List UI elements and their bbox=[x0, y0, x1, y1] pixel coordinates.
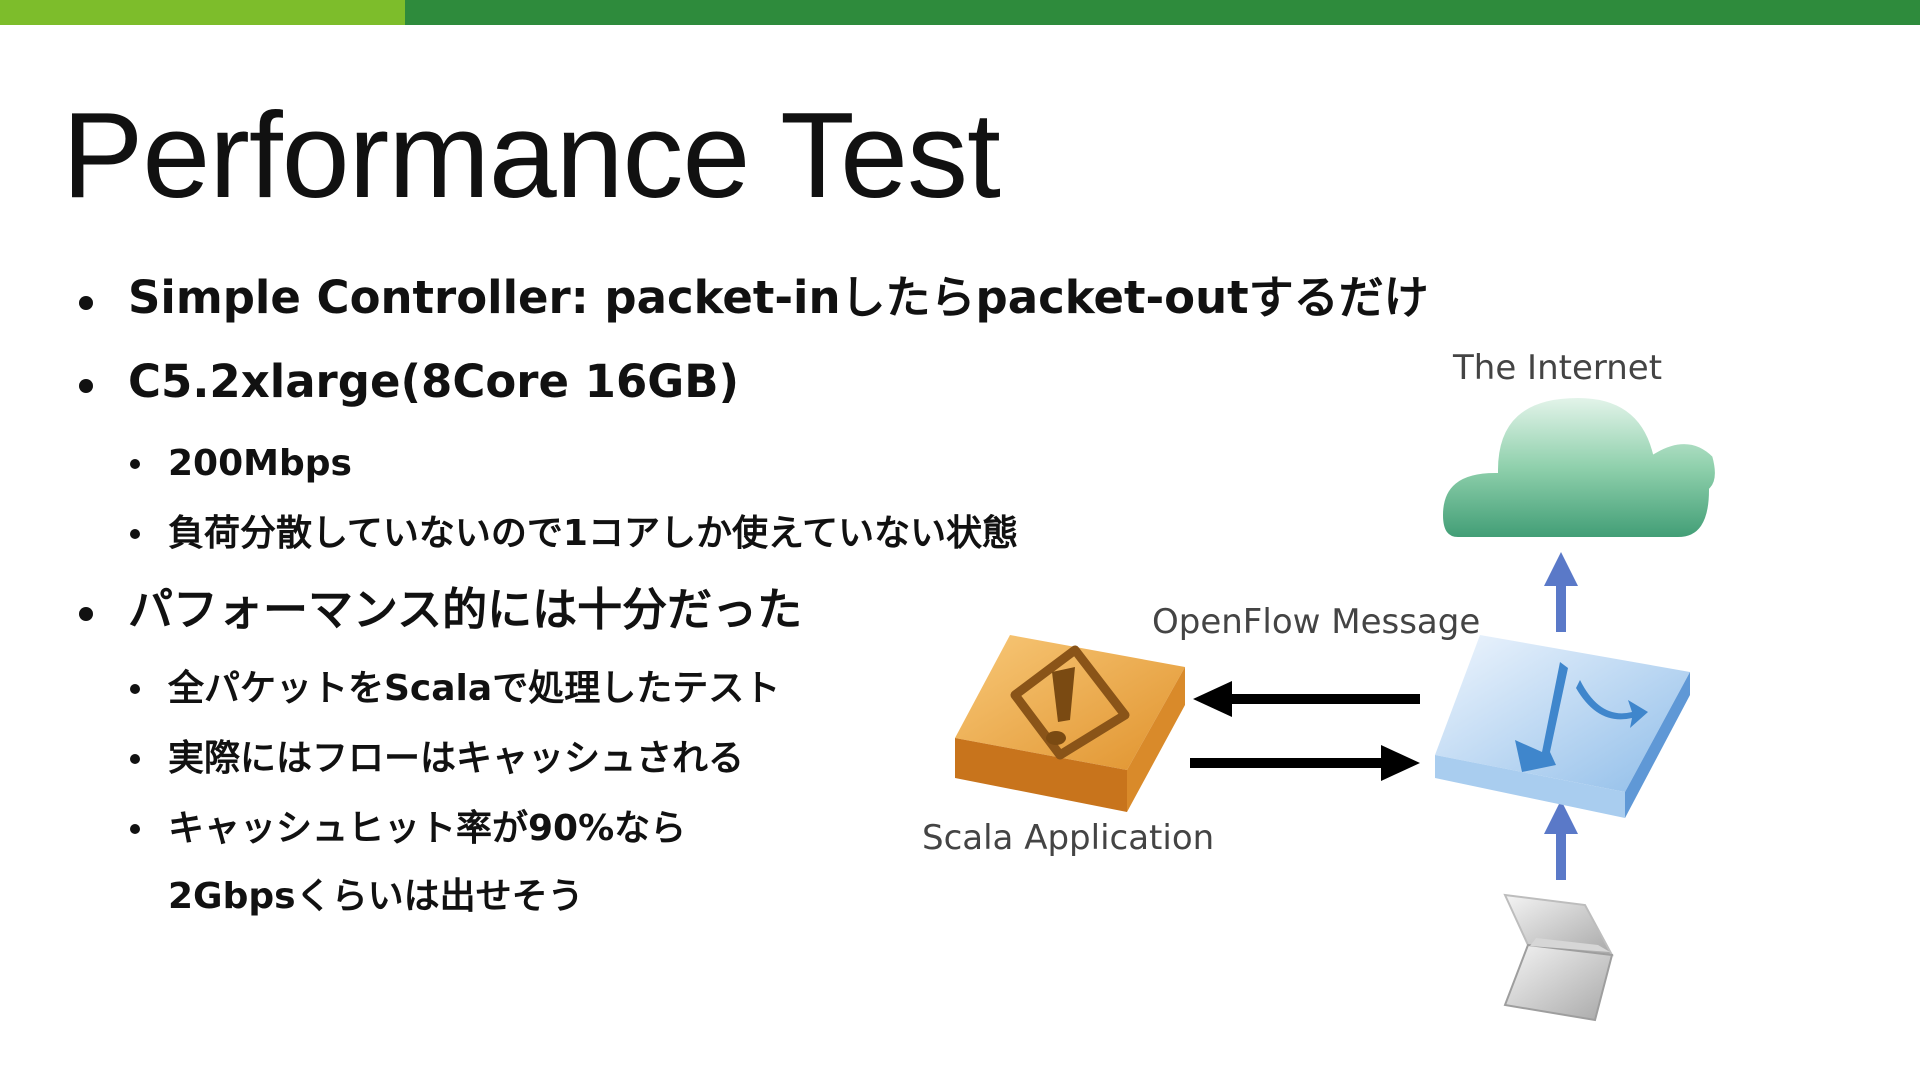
sub-bullet-flow-cache: 実際にはフローはキャッシュされる bbox=[168, 738, 745, 779]
sub-bullet-scala-test: 全パケットをScalaで処理したテスト bbox=[168, 668, 781, 709]
sub-bullet-cache-hit-line2: 2Gbpsくらいは出せそう bbox=[168, 876, 584, 917]
switch-icon bbox=[1435, 635, 1690, 818]
openflow-response-arrow bbox=[1190, 745, 1420, 781]
bullet-simple-controller: Simple Controller: packet-inしたらpacket-ou… bbox=[128, 271, 1429, 324]
sub-bullet-dot bbox=[130, 684, 140, 694]
laptop-icon bbox=[1503, 893, 1614, 1022]
sub-bullet-dot bbox=[130, 459, 140, 469]
sub-bullet-dot bbox=[130, 754, 140, 764]
bullet-dot bbox=[79, 379, 93, 393]
bullet-performance-ok: パフォーマンス的には十分だった bbox=[128, 583, 803, 636]
openflow-request-arrow bbox=[1193, 681, 1420, 717]
sub-bullet-cache-hit-line1: キャッシュヒット率が90%なら bbox=[168, 808, 687, 849]
sub-bullet-dot bbox=[130, 529, 140, 539]
cloud-icon bbox=[1436, 391, 1721, 543]
top-bar-light-segment bbox=[0, 0, 405, 25]
sub-bullet-single-core: 負荷分散していないので1コアしか使えていない状態 bbox=[168, 513, 1019, 554]
uplink-arrow bbox=[1544, 552, 1578, 632]
internet-label: The Internet bbox=[1453, 348, 1663, 388]
sub-bullet-throughput: 200Mbps bbox=[168, 443, 352, 484]
host-uplink-arrow bbox=[1544, 800, 1578, 880]
sub-bullet-dot bbox=[130, 824, 140, 834]
scala-application-label: Scala Application bbox=[922, 818, 1215, 858]
top-accent-bar bbox=[0, 0, 1920, 25]
bullet-instance-type: C5.2xlarge(8Core 16GB) bbox=[128, 355, 740, 408]
slide-title: Performance Test bbox=[62, 87, 1001, 223]
top-bar-dark-segment bbox=[405, 0, 1920, 25]
openflow-message-label: OpenFlow Message bbox=[1152, 602, 1481, 642]
warning-icon bbox=[955, 635, 1185, 812]
bullet-dot bbox=[79, 607, 93, 621]
bullet-dot bbox=[79, 296, 93, 310]
